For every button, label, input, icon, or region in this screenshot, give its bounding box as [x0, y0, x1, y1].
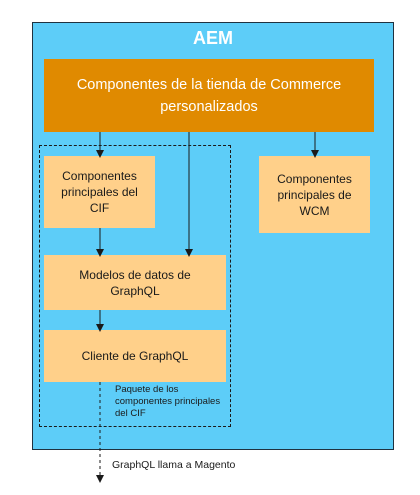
graphql-data-models-box: Modelos de datos de GraphQL [44, 255, 226, 310]
wcm-core-components-label: Componentes principales de WCM [277, 171, 352, 218]
custom-commerce-components-label: Componentes de la tienda de Commerce per… [76, 76, 342, 115]
cif-core-components-label: Componentes principales del CIF [61, 169, 138, 215]
cif-package-label: Paquete de los componentes principales d… [115, 384, 221, 419]
aem-title: AEM [193, 28, 233, 48]
graphql-data-models-label: Modelos de datos de GraphQL [79, 267, 191, 298]
cif-core-components-box: Componentes principales del CIF [44, 156, 155, 228]
custom-commerce-components-box: Componentes de la tienda de Commerce per… [44, 59, 374, 132]
wcm-core-components-box: Componentes principales de WCM [259, 156, 370, 233]
graphql-call-label: GraphQL llama a Magento [112, 459, 236, 471]
cif-package-boundary [39, 145, 231, 427]
graphql-client-box: Cliente de GraphQL [44, 330, 226, 382]
graphql-client-label: Cliente de GraphQL [81, 349, 189, 363]
